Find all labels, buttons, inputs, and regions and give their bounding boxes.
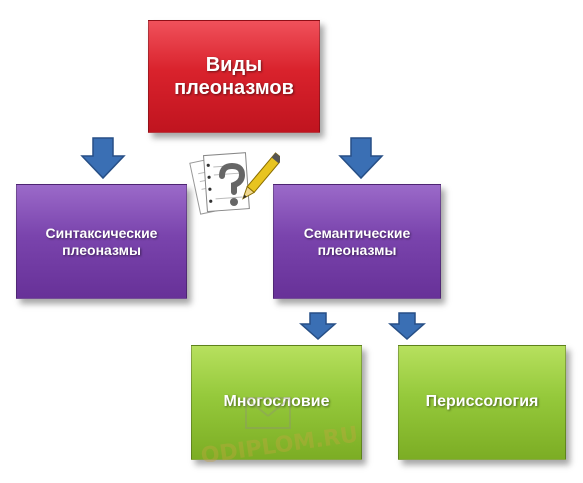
- node-mnogoslovie: Многословие: [191, 345, 362, 460]
- node-semantic: Семантические плеоназмы: [273, 184, 441, 299]
- node-syntactic: Синтаксические плеоназмы: [16, 184, 187, 299]
- node-semantic-label: Семантические плеоназмы: [303, 225, 411, 258]
- node-mnogoslovie-label: Многословие: [223, 393, 330, 411]
- arrow-down-icon: [338, 137, 384, 180]
- arrow-down-icon: [299, 312, 337, 341]
- node-root-label: Виды плеоназмов: [174, 53, 294, 99]
- arrow-down-icon: [80, 137, 126, 180]
- node-syntactic-label: Синтаксические плеоназмы: [45, 225, 158, 258]
- watermark-logo: ODIPLOM.RU: [199, 397, 360, 462]
- node-root: Виды плеоназмов: [148, 20, 320, 133]
- node-perissologiya: Периссология: [398, 345, 566, 460]
- arrow-down-icon: [388, 312, 426, 341]
- documents-question-pen-icon: [189, 152, 280, 215]
- node-perissologiya-label: Периссология: [425, 393, 539, 411]
